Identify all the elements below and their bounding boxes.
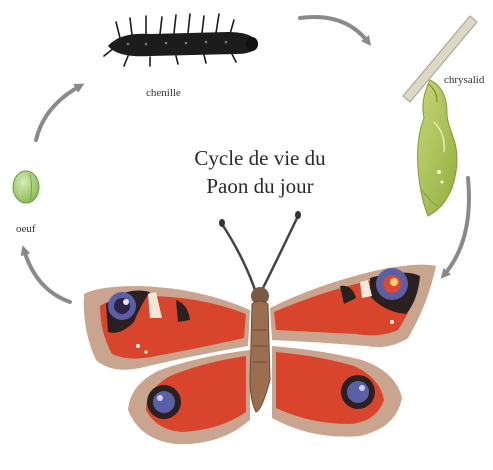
diagram-title-line1: Cycle de vie du <box>170 144 350 172</box>
cycle-arrow-icon <box>36 86 80 140</box>
label-caterpillar: chenille <box>146 87 181 99</box>
label-egg: oeuf <box>16 223 36 235</box>
egg-icon <box>13 171 39 203</box>
caterpillar-icon <box>104 14 258 66</box>
diagram-title-line2: Paon du jour <box>170 172 350 200</box>
label-chrysalis: chrysalid <box>444 74 484 86</box>
cycle-arrow-icon <box>300 17 368 42</box>
butterfly-icon <box>84 211 436 444</box>
cycle-arrow-icon <box>24 250 70 302</box>
diagram-title: Cycle de vie du Paon du jour <box>170 144 350 200</box>
chrysalis-icon <box>403 16 477 216</box>
